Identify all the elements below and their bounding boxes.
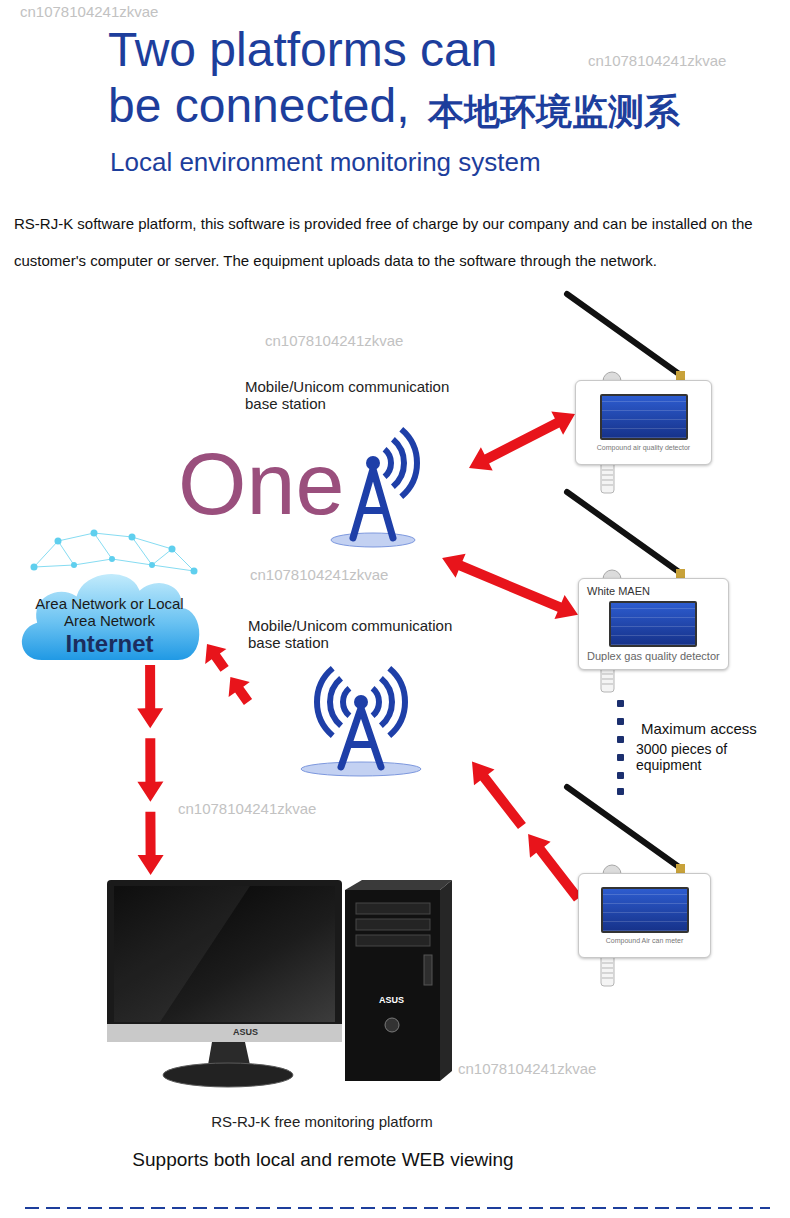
continuation-dots — [617, 700, 624, 707]
network-name: Internet — [22, 629, 197, 659]
dashed-divider — [25, 1207, 770, 1209]
cloud-shape — [169, 546, 176, 553]
computer-illustration — [424, 955, 432, 985]
computer-station: RS-RJ-K free monitoring platform — [100, 875, 544, 1143]
subtitle-chinese: 本地环境监测系 — [428, 90, 680, 134]
computer-illustration — [114, 886, 250, 1022]
base-station: Mobile/Unicom communication base station — [248, 617, 472, 787]
red-arrow — [469, 412, 575, 471]
computer-illustration — [208, 1042, 250, 1065]
cloud-shape — [31, 564, 38, 571]
cloud-shape — [71, 562, 77, 568]
red-arrow — [528, 834, 582, 902]
device-name: Compound Air can meter — [606, 936, 683, 945]
continuation-dots — [617, 718, 624, 725]
tower-icon — [317, 668, 405, 735]
big-number-word: One — [178, 440, 344, 528]
computer-illustration — [356, 935, 430, 946]
device-screen — [600, 394, 688, 440]
caption: Supports both local and remote WEB viewi… — [0, 1148, 646, 1172]
cloud-shape — [191, 568, 198, 575]
watermark: cn1078104241zkvae — [20, 3, 158, 21]
intro-paragraph: RS-RJ-K software platform, this software… — [14, 205, 784, 279]
continuation-dots — [617, 736, 624, 743]
network-label: Area Network or Local Area Network — [22, 595, 197, 629]
antenna — [567, 787, 679, 867]
brand-mark: ASUS — [233, 1027, 258, 1038]
cloud-shape — [31, 530, 198, 575]
watermark: cn1078104241zkvae — [178, 800, 316, 818]
watermark: cn1078104241zkvae — [250, 566, 388, 584]
note-text: 3000 pieces of equipment — [636, 741, 781, 773]
cloud-shape — [34, 533, 194, 571]
subtitle: Local environment monitoring system — [110, 146, 541, 178]
continuation-dots — [617, 754, 624, 761]
tower-icon — [366, 456, 380, 470]
brand-mark: ASUS — [379, 995, 404, 1006]
watermark: cn1078104241zkvae — [588, 52, 726, 70]
red-arrow — [137, 665, 163, 728]
computer-illustration — [356, 903, 430, 914]
cloud-shape — [21, 573, 200, 661]
device-box: Compound Air can meter — [578, 873, 711, 958]
computer-illustration — [385, 1018, 399, 1032]
tower-icon — [385, 429, 417, 496]
computer-illustration — [440, 880, 452, 1081]
tower-icon — [353, 469, 393, 538]
red-arrow — [138, 812, 164, 875]
cloud-shape — [55, 538, 62, 545]
antenna — [567, 294, 679, 374]
note-heading: Maximum access — [641, 720, 757, 738]
station-label: Mobile/Unicom communication base station — [245, 378, 469, 412]
platform-name: RS-RJ-K free monitoring platform — [100, 1113, 544, 1131]
red-arrow — [137, 738, 163, 801]
computer-illustration — [345, 890, 440, 1081]
tower-icon — [301, 762, 421, 776]
continuation-dots — [617, 788, 624, 795]
red-arrow — [442, 554, 578, 619]
red-arrow — [472, 762, 526, 830]
red-arrow — [137, 665, 163, 875]
device-name: Compound air quality detector — [597, 443, 690, 452]
computer-illustration — [100, 875, 540, 1143]
watermark: cn1078104241zkvae — [265, 332, 403, 350]
computer-illustration — [356, 919, 430, 930]
computer-illustration — [163, 1063, 293, 1087]
watermark: cn1078104241zkvae — [458, 1060, 596, 1078]
station-label: Mobile/Unicom communication base station — [248, 617, 472, 651]
red-arrow — [205, 644, 229, 672]
continuation-dots — [617, 772, 624, 779]
device-screen — [601, 887, 689, 933]
red-arrow — [472, 762, 582, 902]
computer-illustration — [107, 880, 342, 1042]
red-arrow — [229, 677, 253, 705]
device-box: Compound air quality detector — [575, 380, 712, 465]
red-arrow — [442, 554, 578, 619]
tower-icon — [331, 533, 415, 547]
continuation-dots — [617, 700, 624, 795]
red-arrow — [205, 644, 252, 705]
device-box: White MAEN Duplex gas quality detector — [578, 578, 729, 670]
computer-illustration — [345, 880, 452, 890]
device-screen — [609, 601, 697, 647]
red-arrow — [469, 412, 575, 471]
network-cloud: Area Network or Local Area NetworkIntern… — [12, 525, 207, 665]
cloud-shape — [109, 556, 115, 562]
cloud-shape — [129, 534, 136, 541]
antenna — [567, 492, 679, 572]
device-name: Duplex gas quality detector — [587, 650, 720, 663]
computer-illustration — [107, 1024, 342, 1042]
cloud-shape — [149, 562, 155, 568]
device-brand: White MAEN — [587, 585, 650, 598]
tower-icon — [341, 708, 381, 767]
cloud-shape — [91, 530, 98, 537]
computer-illustration — [114, 886, 335, 1022]
tower-icon — [354, 695, 368, 709]
